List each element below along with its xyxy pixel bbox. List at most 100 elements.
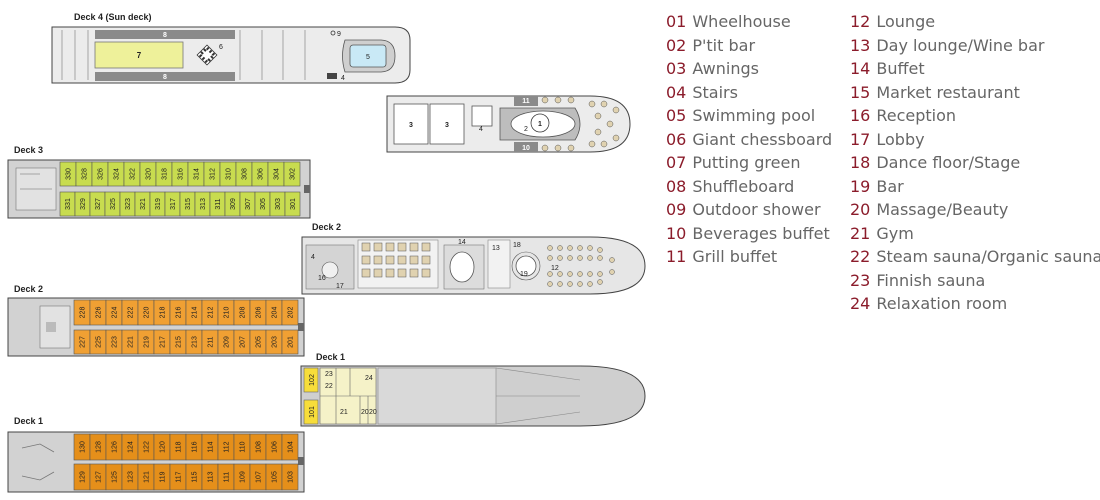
legend-label: Grill buffet — [692, 247, 778, 266]
cabin-number: 321 — [140, 198, 147, 210]
legend-number: 20 — [850, 200, 871, 219]
deck-label-deck-1-cabins: Deck 1 — [14, 416, 44, 426]
cabin-number: 211 — [208, 336, 215, 347]
cabin-number: 323 — [125, 198, 132, 210]
legend-label: Beverages buffet — [692, 223, 830, 243]
cabin-number: 310 — [226, 168, 233, 180]
deck-label-deck-3: Deck 3 — [14, 145, 44, 155]
cabin-number: 226 — [96, 307, 103, 319]
cabin-number: 326 — [98, 168, 105, 180]
cabin-number: 110 — [240, 441, 247, 452]
cabin-number: 130 — [80, 441, 87, 453]
sun-deck-plan: 8 8 7 6 5 9 4 — [51, 26, 411, 84]
marker-6: 6 — [219, 44, 223, 51]
marker-4-deck3: 4 — [479, 126, 483, 133]
marker-9: 9 — [337, 31, 341, 38]
marker-17: 17 — [336, 283, 344, 290]
cabin-number: 227 — [80, 336, 87, 348]
ship-plan-svg: 8 8 7 6 5 9 4 3 — [7, 26, 646, 493]
cabin-number: 307 — [245, 198, 252, 210]
cabin-number: 314 — [194, 168, 201, 180]
marker-5: 5 — [366, 54, 370, 61]
deck-2-public-plan: 4 16 17 14 13 18 19 12 — [301, 236, 646, 295]
legend-item: 18 Dance floor/Stage — [850, 153, 1020, 173]
cabin-number: 225 — [96, 336, 103, 348]
cabin-box — [281, 299, 299, 326]
chessboard-icon — [196, 44, 218, 66]
cabin-number: 114 — [208, 441, 215, 452]
marker-4-deck2: 4 — [311, 254, 315, 261]
legend-number: 17 — [850, 129, 871, 149]
marker-20-b: 20 — [369, 409, 377, 416]
legend-label: Stairs — [692, 82, 738, 102]
cabin-number: 325 — [110, 198, 117, 210]
cabin-number: 320 — [146, 168, 153, 180]
cabin-number: 106 — [272, 441, 279, 453]
legend-label: Day lounge/Wine bar — [876, 35, 1045, 55]
cabin-box — [283, 161, 301, 187]
legend-number: 18 — [850, 153, 871, 172]
legend-label: Swimming pool — [692, 106, 816, 125]
legend-label: Dance floor/Stage — [876, 153, 1021, 172]
cabin-number: 128 — [96, 441, 103, 453]
shuffleboard-top — [95, 30, 235, 39]
marker-14: 14 — [458, 239, 466, 246]
cabin-number: 205 — [256, 336, 263, 348]
cabin-number: 104 — [288, 441, 295, 453]
cabin-box — [281, 329, 299, 355]
cabin-number: 330 — [66, 168, 73, 180]
cabin-number: 308 — [242, 168, 249, 180]
cabin-number: 319 — [155, 198, 162, 210]
marker-8-bottom: 8 — [163, 74, 167, 81]
marker-7: 7 — [137, 51, 142, 60]
cabin-box — [284, 191, 301, 217]
cabin-number: 218 — [160, 307, 167, 319]
cabin-number: 107 — [256, 471, 263, 483]
marker-12: 12 — [551, 265, 559, 272]
legend-number: 14 — [850, 59, 871, 78]
cabin-number: 129 — [80, 471, 87, 483]
marker-20-a: 20 — [361, 409, 369, 416]
cabin-number: 120 — [160, 441, 167, 453]
cabin-number: 113 — [208, 471, 215, 482]
cabin-number: 318 — [162, 168, 169, 180]
outdoor-shower-icon — [330, 30, 336, 36]
deck-label-deck-1-public: Deck 1 — [316, 352, 346, 362]
cabin-number: 210 — [224, 307, 231, 319]
cabin-number: 315 — [185, 198, 192, 210]
legend-number: 16 — [850, 106, 871, 125]
cabin-number: 204 — [272, 307, 279, 319]
cabin-number: 127 — [96, 471, 103, 483]
cabin-number: 228 — [80, 307, 87, 319]
marker-22: 22 — [325, 383, 333, 390]
cabin-number: 213 — [192, 336, 199, 348]
cabin-box — [281, 463, 299, 491]
cabin-number: 313 — [200, 198, 207, 210]
cabin-number: 324 — [114, 168, 121, 180]
marker-4-sun: 4 — [341, 75, 345, 82]
cabin-number: 317 — [170, 198, 177, 210]
cabin-box — [281, 433, 299, 461]
deck-label-deck-2-cabins: Deck 2 — [14, 284, 44, 294]
legend-label: Steam sauna/Organic sauna — [876, 247, 1100, 266]
cabin-number: 207 — [240, 336, 247, 348]
legend-label: Bar — [876, 176, 904, 196]
cabin-number: 303 — [275, 198, 282, 210]
legend-number: 08 — [666, 176, 687, 196]
cabin-number: 122 — [144, 441, 151, 453]
cabin-number: 222 — [128, 307, 135, 319]
legend-label: Outdoor shower — [692, 200, 821, 219]
stairs-icon — [327, 73, 337, 79]
marker-16: 16 — [318, 275, 326, 282]
